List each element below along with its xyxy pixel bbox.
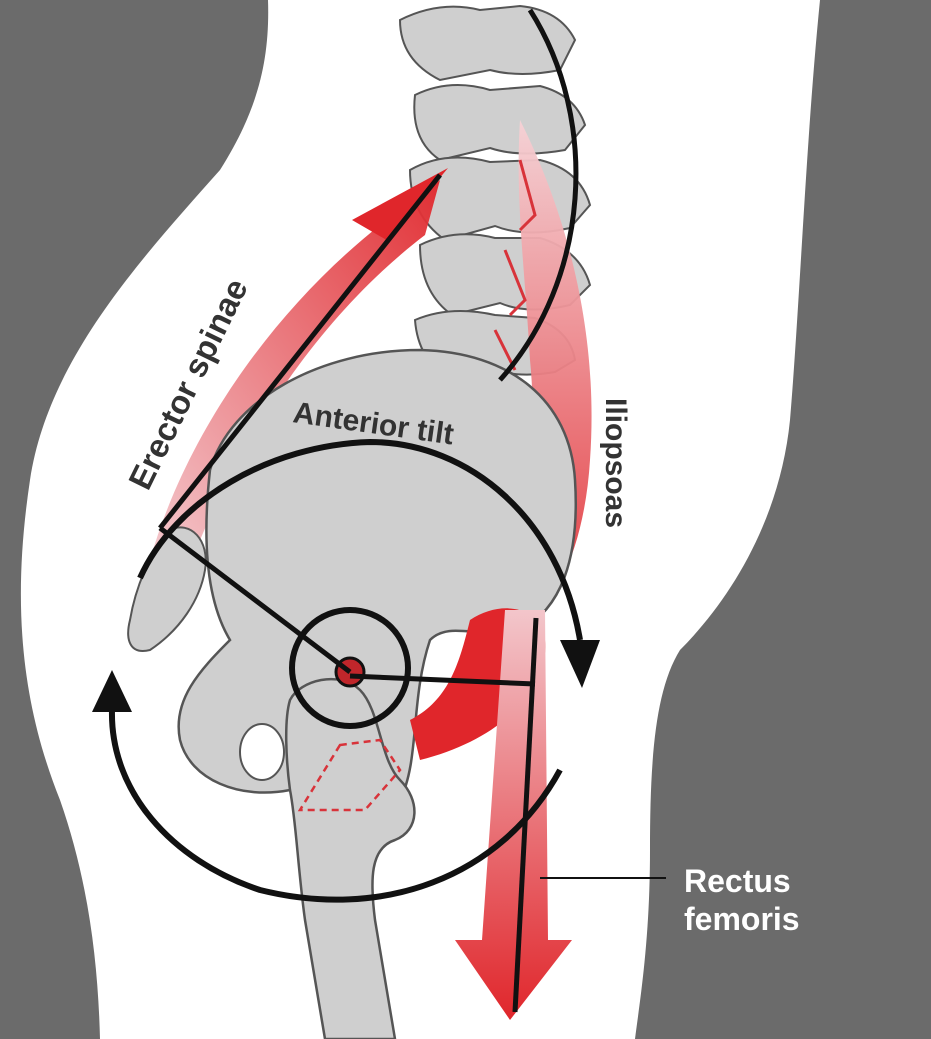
rectus-femoris-label-line1: Rectus (684, 863, 791, 899)
iliopsoas-label: Iliopsoas (599, 398, 632, 528)
obturator-foramen (240, 724, 284, 780)
rectus-femoris-label-line2: femoris (684, 901, 800, 937)
